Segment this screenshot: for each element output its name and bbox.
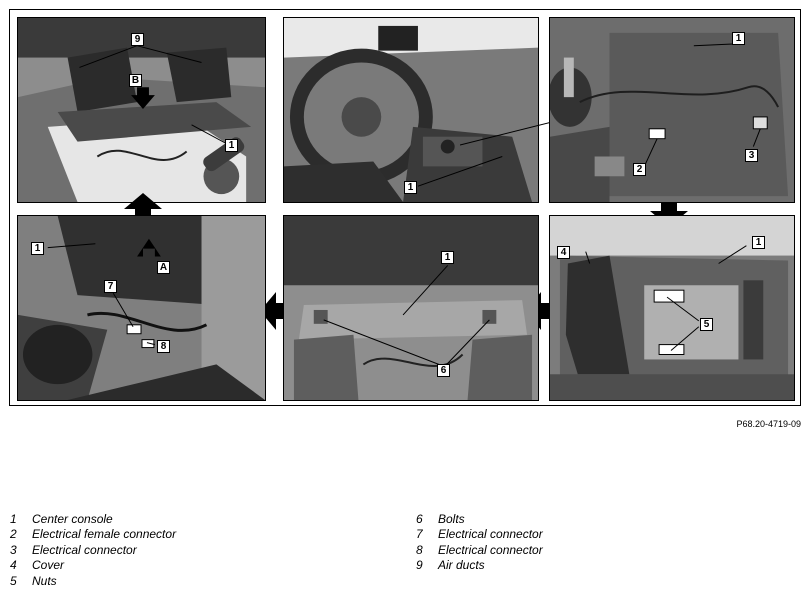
callout-1: 1 (225, 139, 238, 152)
legend-item: 2 Electrical female connector (10, 527, 176, 542)
legend-label: Center console (32, 512, 113, 526)
legend-number: 4 (10, 558, 17, 573)
legend-label: Air ducts (438, 558, 485, 573)
callout-9: 9 (131, 33, 144, 46)
callout-8: 8 (157, 340, 170, 353)
callout-7: 7 (104, 280, 117, 293)
callout-1: 1 (752, 236, 765, 249)
panel-cockpit-overview: 1 (283, 17, 539, 203)
callout-6: 6 (437, 364, 450, 377)
panel-console-connectors: 1 2 3 (549, 17, 795, 203)
legend-left-column: 1 Center console 2 Electrical female conne… (10, 512, 176, 589)
callout-1: 1 (441, 251, 454, 264)
callout-1: 1 (404, 181, 417, 194)
callout-3: 3 (745, 149, 758, 162)
callout-2: 2 (633, 163, 646, 176)
callout-B: B (129, 74, 142, 87)
legend-item: 4 Cover (10, 558, 176, 573)
legend-number: 8 (416, 542, 423, 557)
callout-5: 5 (700, 318, 713, 331)
figure-reference-id: P68.20-4719-09 (736, 419, 801, 429)
legend-item: 7 Electrical connector (416, 527, 543, 542)
panel-cover-nuts-drawing (550, 216, 794, 400)
legend-label: Nuts (32, 573, 57, 588)
zoom-connector-line (460, 120, 560, 146)
legend-number: 9 (416, 558, 423, 573)
legend-item: 3 Electrical connector (10, 543, 176, 558)
callout-1: 1 (31, 242, 44, 255)
legend-item: 9 Air ducts (416, 558, 543, 573)
legend-number: 1 (10, 512, 17, 526)
procedure-figure: 9 B 1 1 (9, 9, 801, 406)
legend-label: Electrical connector (438, 527, 543, 542)
legend-item: 8 Electrical connector (416, 543, 543, 558)
legend-label: Bolts (438, 512, 465, 526)
panel-rear-connectors: 1 A 7 8 (17, 215, 266, 401)
panel-rear-connectors-drawing (18, 216, 265, 400)
panel-air-ducts-drawing (18, 18, 265, 202)
legend-number: 6 (416, 512, 423, 526)
panel-bolts: 1 6 (283, 215, 539, 401)
legend-label: Electrical connector (438, 542, 543, 557)
legend-number: 5 (10, 573, 17, 588)
legend-item: 1 Center console (10, 512, 176, 527)
legend-item: 6 Bolts (416, 512, 543, 527)
legend-label: Electrical connector (32, 542, 137, 557)
panel-bolts-drawing (284, 216, 538, 400)
step-arrow-up (124, 193, 162, 217)
callout-1: 1 (732, 32, 745, 45)
legend-number: 3 (10, 542, 17, 557)
panel-cover-nuts: 4 1 5 (549, 215, 795, 401)
panel-cockpit-drawing (284, 18, 538, 202)
legend-number: 7 (416, 527, 423, 542)
legend-label: Cover (32, 558, 65, 573)
callout-A: A (157, 261, 170, 274)
legend-label: Electrical female connector (32, 527, 177, 542)
step-arrow-left-2 (260, 292, 284, 330)
callout-4: 4 (557, 246, 570, 259)
panel-air-ducts: 9 B 1 (17, 17, 266, 203)
legend-number: 2 (10, 527, 17, 542)
legend-item: 5 Nuts (10, 574, 176, 589)
panel-console-connectors-drawing (550, 18, 794, 202)
